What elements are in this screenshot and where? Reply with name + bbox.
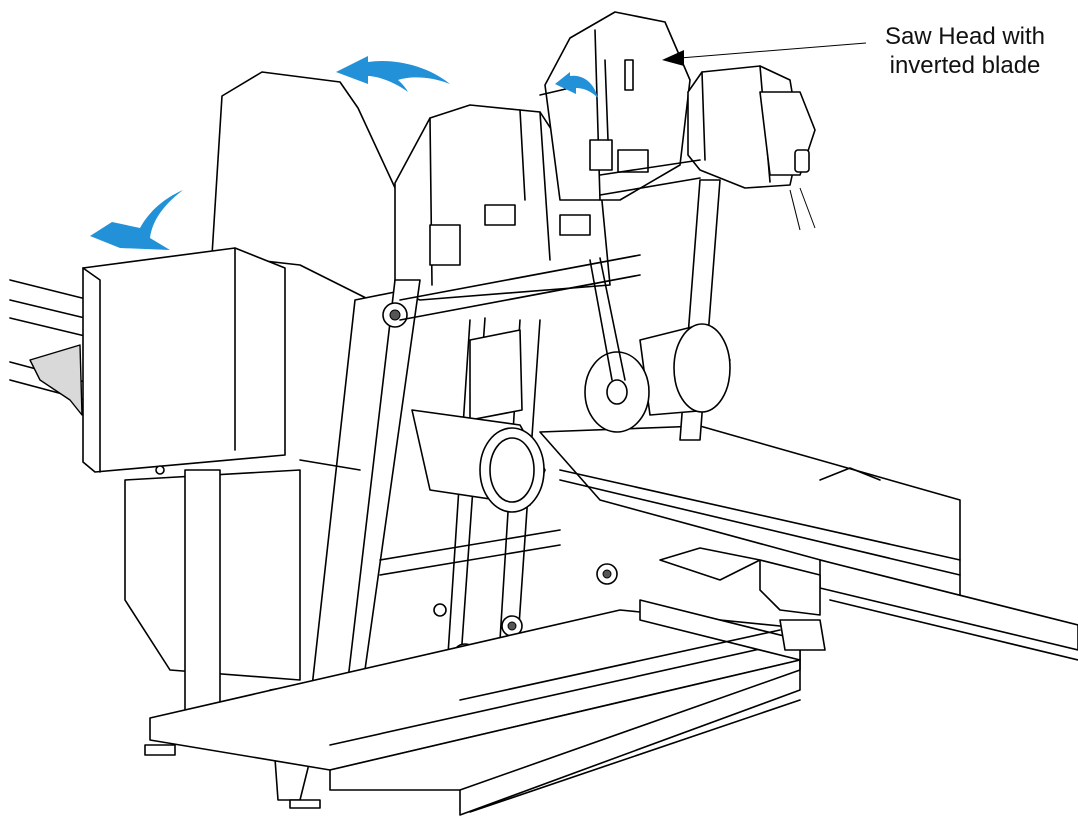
callout-line-2: inverted blade <box>889 52 1041 79</box>
leader-arrowhead <box>662 50 684 66</box>
right-bed-rails <box>539 425 1078 661</box>
left-cover-box <box>82 247 361 741</box>
blade-motor <box>687 65 816 231</box>
callout-line-1: Saw Head with <box>884 23 1046 50</box>
left-bed-rails <box>9 279 91 416</box>
curved-rotation-arrow-left <box>90 190 183 250</box>
saw-head-cover <box>544 11 691 201</box>
callout-leader <box>662 42 867 66</box>
curved-rotation-arrow-small <box>555 72 598 98</box>
base-frame <box>144 547 826 816</box>
saw-head-callout-label: Saw Head with inverted blade <box>860 22 1070 80</box>
curved-rotation-arrow-up-left <box>336 56 450 92</box>
